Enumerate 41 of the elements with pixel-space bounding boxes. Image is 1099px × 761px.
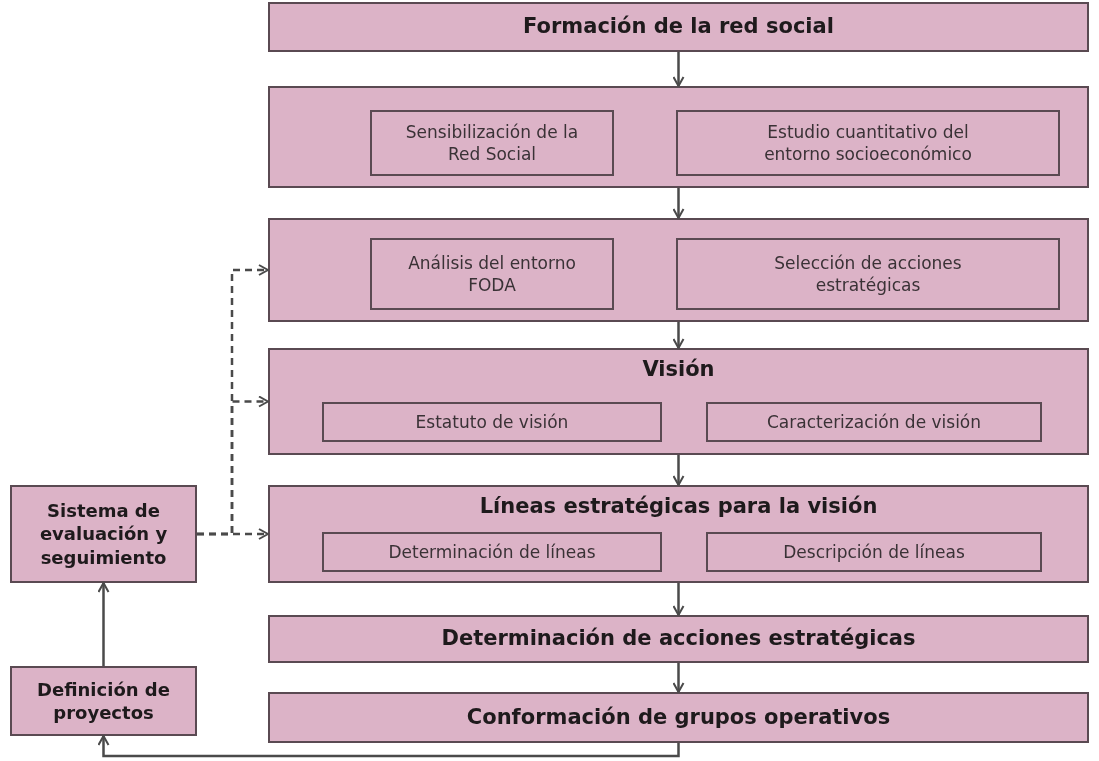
- box-label: Sensibilización de la Red Social: [404, 120, 580, 166]
- sub-step-box: [370, 110, 614, 176]
- stage-box: [268, 615, 1089, 663]
- arrow: [97, 735, 680, 758]
- arrow: [672, 663, 685, 693]
- sub-step-box: [322, 402, 662, 442]
- box-label: Análisis del entorno FODA: [407, 251, 577, 297]
- arrow: [197, 264, 269, 536]
- box-label: Estatuto de visión: [415, 410, 569, 434]
- box-label: Sistema de evaluación y seguimiento: [38, 498, 169, 570]
- side-box: [10, 666, 197, 736]
- container-box: [268, 86, 1089, 188]
- box-label: Líneas estratégicas para la visión: [479, 493, 878, 520]
- container-box: [268, 218, 1089, 322]
- sub-step-box: [370, 238, 614, 310]
- stage-box: [268, 2, 1089, 52]
- sub-step-box: [706, 402, 1042, 442]
- arrow: [672, 583, 685, 616]
- box-label: Determinación de acciones estratégicas: [441, 625, 916, 653]
- arrow: [672, 322, 685, 349]
- arrow: [672, 52, 685, 87]
- box-label: Determinación de líneas: [388, 540, 596, 564]
- box-label: Visión: [642, 356, 715, 383]
- arrow: [97, 582, 110, 666]
- sub-step-box: [706, 532, 1042, 572]
- box-label: Estudio cuantitativo del entorno socioeconómico: [763, 120, 973, 166]
- stage-box: [268, 692, 1089, 743]
- sub-step-box: [676, 110, 1060, 176]
- side-box: [10, 485, 197, 583]
- stage-box: [268, 485, 1089, 583]
- box-label: Descripción de líneas: [783, 540, 965, 564]
- sub-step-box: [676, 238, 1060, 310]
- box-label: Definición de proyectos: [36, 677, 171, 725]
- box-label: Caracterización de visión: [766, 410, 982, 434]
- box-label: Conformación de grupos operativos: [466, 703, 891, 731]
- arrow: [672, 455, 685, 486]
- sub-step-box: [322, 532, 662, 572]
- box-label: Selección de acciones estratégicas: [773, 251, 963, 297]
- box-label: Formación de la red social: [523, 13, 834, 41]
- arrow: [672, 188, 685, 219]
- stage-box: [268, 348, 1089, 455]
